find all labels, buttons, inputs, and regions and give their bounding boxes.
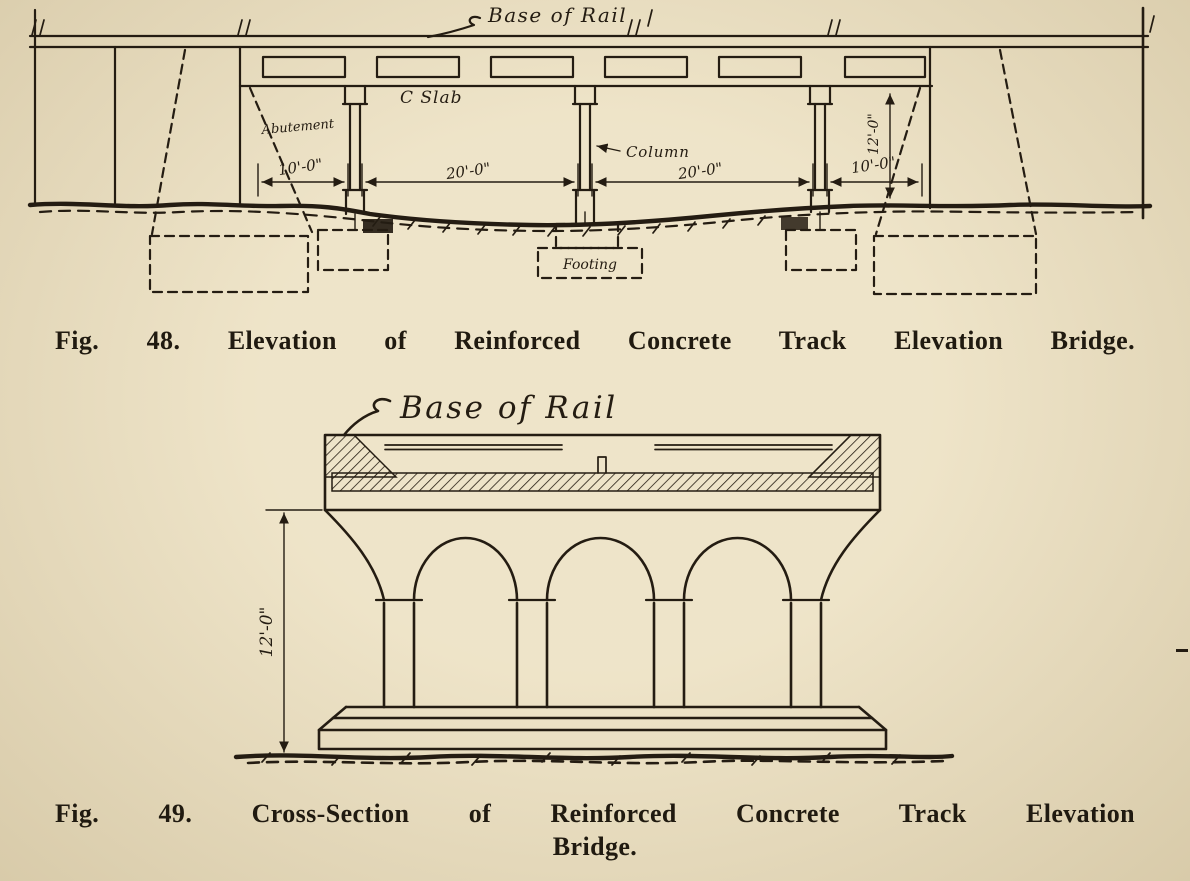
fig49-caption-line2: Bridge. [552, 832, 638, 861]
arch-2 [545, 536, 656, 602]
dim-span-left: 10'-0" [277, 155, 324, 179]
column-leader-arrow [596, 143, 621, 154]
deck-center-joint [597, 456, 607, 474]
base-of-rail-label: Base of Rail [487, 3, 627, 27]
base-of-rail-leader [426, 15, 482, 39]
dim-height-49: 12'-0" [257, 607, 277, 658]
joint-tick-far-right [1149, 15, 1155, 33]
column-2 [571, 84, 599, 226]
column2-footing-lower [536, 246, 644, 280]
right-outer-face [819, 508, 882, 602]
vertical-edges-and-abutments [33, 6, 1145, 220]
buried-footings [148, 48, 1038, 296]
base-of-rail-leader-49 [342, 397, 392, 437]
column1-footing [316, 228, 390, 272]
base-of-rail-label-49: Base of Rail [399, 390, 618, 426]
column3-footing [784, 228, 858, 272]
arch-1 [412, 536, 519, 602]
footing-label: Footing [562, 257, 617, 273]
arch-3 [682, 536, 793, 602]
left-curb-section [324, 434, 398, 478]
column2-footing-upper [554, 222, 620, 250]
fig48-caption: Fig. 48. Elevation of Reinforced Concret… [55, 326, 1135, 356]
pier-seat-right [781, 217, 808, 230]
fig48-elevation-drawing: 10'-0" 20'-0" 20'-0" 10'-0" 12'-0" Base … [27, 3, 1155, 296]
fig48-annotations: Base of Rail C Slab Abutement Column Foo… [260, 3, 690, 273]
dim-span-mid-left: 20'-0" [444, 159, 492, 183]
left-outer-face [323, 508, 386, 602]
right-abutment-footing [872, 234, 1038, 296]
right-curb-section [807, 434, 881, 478]
ballast-slab-section [331, 472, 874, 492]
fig49-cross-section-drawing: 12'-0" Base of Rail [233, 390, 955, 766]
rail-and-deck-lines [28, 15, 1155, 88]
dim-height: 12'-0" [866, 113, 882, 155]
deck-slab-openings [261, 55, 927, 79]
fig49-caption-text: Cross-Section of Reinforced Concrete Tra… [251, 799, 1136, 828]
left-abutment-footing [148, 234, 310, 294]
column-3 [806, 84, 834, 214]
fig48-caption-text: Elevation of Reinforced Concrete Track E… [227, 326, 1135, 355]
footing-mat [317, 705, 888, 751]
height-dimension-49: 12'-0" [257, 509, 323, 753]
fig49-caption-number: Fig. 49. [55, 799, 193, 828]
deck-section [323, 433, 882, 512]
joint-tick-right [827, 19, 841, 36]
page-margin-mark [1176, 649, 1188, 652]
joint-tick-mid-right [627, 19, 641, 36]
fig49-annotations: Base of Rail [342, 390, 618, 437]
rail-base-plates [384, 444, 833, 451]
ground-line-49 [233, 752, 955, 766]
fig48-caption-number: Fig. 48. [55, 326, 181, 355]
joint-tick-left [31, 19, 45, 36]
fig49-caption-line1: Fig. 49. Cross-Section of Reinforced Con… [55, 799, 1135, 829]
dim-span-mid-right: 20'-0" [676, 159, 724, 183]
ground-line [27, 201, 1153, 237]
height-dimension: 12'-0" [866, 93, 895, 199]
arched-bent [323, 508, 882, 709]
abutment-label: Abutement [260, 117, 335, 138]
joint-tick-mid-left [237, 19, 251, 36]
column-label: Column [626, 143, 690, 161]
column-1 [341, 84, 369, 216]
slab-label: C Slab [400, 88, 463, 108]
column-shafts [382, 601, 823, 709]
